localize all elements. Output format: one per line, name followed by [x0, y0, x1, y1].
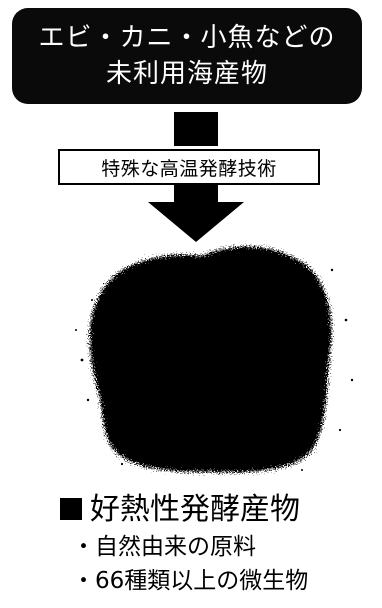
product-description: 好熱性発酵産物 ・自然由来の原料 ・66種類以上の微生物 [60, 490, 308, 598]
down-arrow-icon [148, 202, 244, 242]
source-line-2: 未利用海産物 [105, 59, 268, 89]
product-bullet-2: ・66種類以上の微生物 [72, 568, 309, 594]
source-line-1: エビ・カニ・小魚などの [38, 23, 336, 53]
product-bullet-1: ・自然由来の原料 [72, 534, 256, 560]
process-label: 特殊な高温発酵技術 [101, 157, 277, 180]
product-photo [75, 246, 354, 473]
product-title: 好熱性発酵産物 [90, 492, 300, 527]
process-label-box: 特殊な高温発酵技術 [58, 149, 320, 185]
arrow-shaft-lower [174, 185, 218, 205]
source-box: エビ・カニ・小魚などの 未利用海産物 [12, 8, 362, 104]
arrow-shaft-upper [174, 112, 218, 146]
product-title-row: 好熱性発酵産物 [60, 490, 308, 530]
fermented-product-mass [89, 246, 332, 473]
square-bullet-icon [60, 498, 82, 520]
